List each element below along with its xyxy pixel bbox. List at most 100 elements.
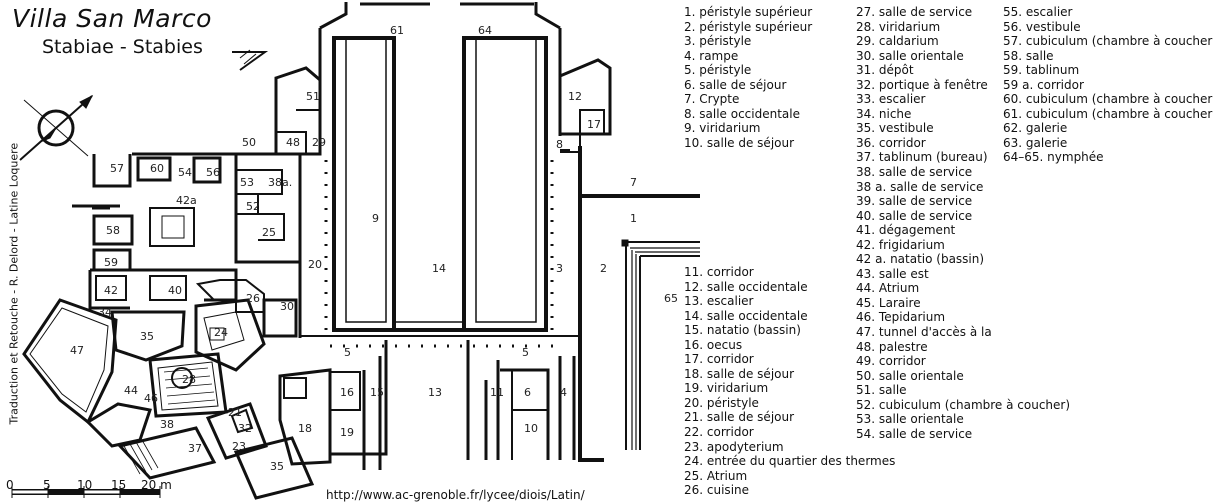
legend-entry: 55. escalier	[1003, 5, 1073, 19]
room-number-label: 12	[568, 90, 582, 103]
legend-entry: 61. cubiculum (chambre à coucher)	[1003, 106, 1213, 121]
legend-entry: 43. salle est	[856, 266, 929, 281]
legend-entry: 13. escalier	[684, 294, 754, 309]
room-number-label: 35	[270, 460, 284, 473]
room-number-label: 17	[587, 118, 601, 131]
room-number-label: 6	[524, 386, 531, 399]
scale-tick-label: 15	[111, 478, 127, 492]
room-number-label: 5	[522, 346, 529, 359]
legend-entry: 52. cubiculum (chambre à coucher)	[856, 397, 1071, 412]
room-number-label: 53	[240, 176, 254, 189]
legend-entry: 40. salle de service	[856, 208, 973, 223]
legend-entry: 41. dégagement	[856, 223, 956, 238]
room-number-label: 8	[556, 138, 563, 151]
legend-entry: 9. viridarium	[684, 121, 761, 136]
scale-tick-label: 20 m	[141, 478, 172, 492]
legend-entry: 49. corridor	[856, 354, 926, 369]
room-number-label: 64	[478, 24, 492, 37]
legend-entry: 38. salle de service	[856, 165, 973, 180]
room-number-label: 25	[262, 226, 276, 239]
source-link[interactable]: http://www.ac-grenoble.fr/lycee/diois/La…	[326, 488, 585, 502]
room-number-label: 19	[340, 426, 354, 439]
legend-entry: 42. frigidarium	[856, 237, 945, 252]
room-number-label: 13	[428, 386, 442, 399]
room-number-label: 20	[308, 258, 322, 271]
room-number-label: 5	[344, 346, 351, 359]
legend-entry: 27. salle de service	[856, 5, 973, 19]
room-number-label: 56	[206, 166, 220, 179]
scale-bar	[11, 486, 161, 498]
room-number-label: 26	[246, 292, 260, 305]
legend-entry: 37. tablinum (bureau)	[856, 150, 988, 165]
scale-tick-label: 5	[43, 478, 51, 492]
legend-entry: 48. palestre	[856, 339, 928, 354]
room-number-label: 34	[98, 306, 112, 319]
legend-entry: 45. Laraire	[856, 295, 921, 310]
legend-entry: 46. Tepidarium	[856, 310, 946, 325]
legend-entry: 17. corridor	[684, 352, 754, 367]
room-number-label: 18	[298, 422, 312, 435]
legend-entry: 62. galerie	[1003, 121, 1068, 136]
legend-entry: 25. Atrium	[684, 468, 748, 483]
room-number-label: 48	[286, 136, 300, 149]
room-number-label: 38	[160, 418, 174, 431]
legend-entry: 57. cubiculum (chambre à coucher)	[1003, 34, 1213, 49]
legend-entry: 26. cuisine	[684, 483, 750, 498]
room-number-label: 2	[600, 262, 607, 275]
room-number-label: 58	[106, 224, 120, 237]
legend-entry: 11. corridor	[684, 265, 754, 279]
legend-entry: 34. niche	[856, 106, 912, 121]
room-number-label: 23	[232, 440, 246, 453]
room-number-label: 47	[70, 344, 84, 357]
room-number-label: 66	[0, 0, 14, 3]
legend-entry: 12. salle occidentale	[684, 279, 808, 294]
legend-entry: 39. salle de service	[856, 194, 973, 209]
room-number-label: 42a	[176, 194, 197, 207]
legend-entry: 21. salle de séjour	[684, 410, 795, 425]
legend-entry: 31. dépôt	[856, 63, 914, 78]
room-number-label: 9	[372, 212, 379, 225]
map-subtitle: Stabiae - Stabies	[42, 36, 203, 58]
room-number-label: 7	[630, 176, 637, 189]
legend-entry: 18. salle de séjour	[684, 366, 795, 381]
room-number-label: 32	[238, 422, 252, 435]
legend-entry: 22. corridor	[684, 425, 754, 440]
scale-tick-label: 0	[6, 478, 14, 492]
legend-entry: 51. salle	[856, 383, 907, 398]
room-number-label: 21	[228, 406, 242, 419]
legend-entry: 30. salle orientale	[856, 48, 964, 63]
legend-entry: 20. péristyle	[684, 395, 759, 410]
map-title: Villa San Marco	[12, 4, 212, 33]
room-number-label: 46	[144, 392, 158, 405]
legend-entry: 14. salle occidentale	[684, 308, 808, 323]
legend-entry: 29. caldarium	[856, 34, 939, 49]
legend-entry: 16. oecus	[684, 337, 743, 352]
room-number-label: 10	[524, 422, 538, 435]
legend-entry: 53. salle orientale	[856, 412, 964, 427]
room-number-label: 37	[188, 442, 202, 455]
room-number-label: 52	[246, 200, 260, 213]
legend-entry: 44. Atrium	[856, 281, 920, 296]
legend-entry: 59 a. corridor	[1003, 77, 1084, 92]
compass-icon	[19, 94, 94, 161]
legend-entry: 64–65. nymphée	[1003, 150, 1104, 165]
room-number-label: 4	[560, 386, 567, 399]
legend-entry: 63. galerie	[1003, 135, 1068, 150]
legend-entry: 5. péristyle	[684, 63, 752, 78]
room-number-label: 29	[312, 136, 326, 149]
legend-entry: 38 a. salle de service	[856, 179, 984, 194]
legend-entry: 1. péristyle supérieur	[684, 5, 813, 19]
legend-entry: 58. salle	[1003, 48, 1054, 63]
room-number-label: 16	[340, 386, 354, 399]
legend-entry: 10. salle de séjour	[684, 135, 795, 150]
legend-entry: 60. cubiculum (chambre à coucher)	[1003, 92, 1213, 107]
room-number-label: 28	[182, 373, 196, 386]
legend-entry: 35. vestibule	[856, 121, 934, 136]
legend-entry: 23. apodyterium	[684, 439, 784, 454]
legend-entry: 8. salle occidentale	[684, 106, 800, 121]
legend-entry: 4. rampe	[684, 48, 739, 63]
room-number-label: 51	[306, 90, 320, 103]
